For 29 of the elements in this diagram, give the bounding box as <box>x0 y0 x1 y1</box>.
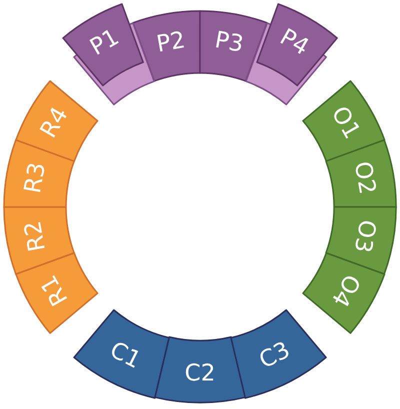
ring-segment <box>73 308 170 399</box>
ring-segment <box>154 336 246 404</box>
segment-label: R2 <box>22 218 50 254</box>
ring-segment <box>3 206 76 276</box>
segment-label: P1 <box>87 26 124 60</box>
ring-segment <box>324 138 397 208</box>
ring-segment <box>230 308 327 399</box>
raised-ring-segment <box>244 2 338 106</box>
segment-label: C2 <box>184 362 216 386</box>
segment-label: O2 <box>350 160 379 196</box>
segment-label: P2 <box>154 28 188 56</box>
ring-segment <box>199 10 268 82</box>
ring-segment <box>14 252 98 334</box>
segment-label: O3 <box>350 218 379 254</box>
segment-label: P3 <box>212 28 246 56</box>
ring-segment <box>324 206 397 276</box>
segment-label: O4 <box>326 270 363 310</box>
segment-label: P4 <box>276 26 313 60</box>
segment-label: O1 <box>326 104 363 144</box>
ring-segment <box>132 10 201 82</box>
ring-segment <box>3 138 76 208</box>
segment-label: C3 <box>256 339 294 374</box>
segment-label: C1 <box>106 339 144 374</box>
ring-segment <box>14 80 98 162</box>
segment-label: R1 <box>38 271 73 310</box>
segment-label: R3 <box>22 160 50 196</box>
ring-segment <box>302 80 386 162</box>
ring-segment <box>302 252 386 334</box>
segment-label: R4 <box>38 104 73 142</box>
